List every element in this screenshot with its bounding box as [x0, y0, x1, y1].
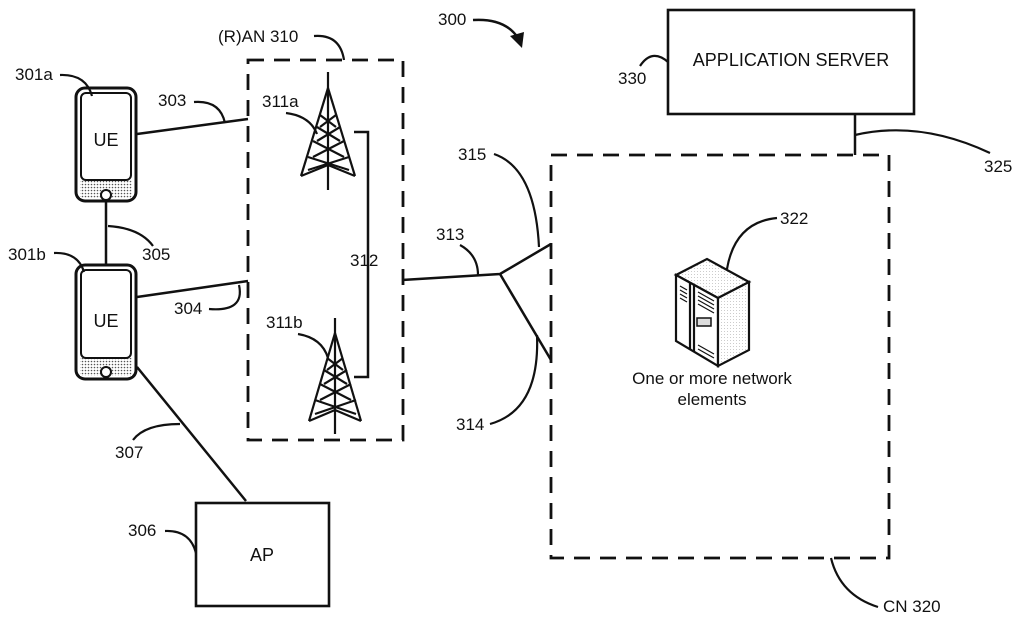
- link-314: [498, 273, 553, 361]
- rack-vents: [679, 285, 715, 359]
- network-elements-line1: One or more network: [632, 369, 792, 388]
- link-307: [136, 366, 247, 502]
- app-server-box: [666, 8, 916, 116]
- link-305-leader: [107, 224, 154, 247]
- cn-label: CN 320: [883, 597, 941, 616]
- tower-311b[interactable]: [307, 318, 363, 434]
- network-elements-leader: [725, 216, 778, 270]
- link-303: [136, 117, 249, 136]
- tower-b-ref: 311b: [266, 313, 303, 332]
- link-313-label: 313: [436, 225, 464, 244]
- cn-boundary: [549, 153, 891, 560]
- ue-b-ref: 301b: [8, 245, 46, 264]
- network-elements-line2: elements: [678, 390, 747, 409]
- cell-tower-icon: [299, 72, 357, 190]
- tower-a-leader: [285, 111, 319, 135]
- link-303-label: 303: [158, 91, 186, 110]
- application-server-330[interactable]: APPLICATION SERVER: [666, 8, 916, 116]
- phone-screen: [80, 269, 132, 359]
- link-325-label: 325: [984, 157, 1012, 176]
- link-304-label: 304: [174, 299, 202, 318]
- tower-a-ref: 311a: [262, 92, 299, 111]
- cn-leader: [829, 557, 879, 609]
- link-305-label: 305: [142, 245, 170, 264]
- home-button-icon: [100, 189, 112, 201]
- ran-label: (R)AN 310: [218, 27, 298, 46]
- ap-leader: [164, 529, 198, 554]
- link-307-label: 307: [115, 443, 143, 462]
- link-314-leader: [489, 334, 539, 426]
- link-312-label: 312: [350, 251, 378, 270]
- ue-b-label: UE: [93, 311, 118, 331]
- app-server-leader: [639, 54, 669, 67]
- cell-tower-icon: [307, 318, 363, 434]
- ue-a-leader: [59, 73, 94, 97]
- ap-label: AP: [250, 545, 274, 565]
- ap-ref: 306: [128, 521, 156, 540]
- ran-leader: [313, 34, 346, 61]
- home-button-icon: [100, 366, 112, 378]
- tower-311a[interactable]: [299, 72, 357, 190]
- link-303-leader: [193, 100, 227, 124]
- access-point-306[interactable]: AP: [194, 501, 331, 608]
- link-307-leader: [132, 422, 181, 441]
- link-314-label: 314: [456, 415, 484, 434]
- app-server-ref: 330: [618, 69, 646, 88]
- link-313-leader: [459, 244, 480, 276]
- network-elements-322[interactable]: One or more network elements: [632, 257, 792, 409]
- link-315-label: 315: [458, 145, 486, 164]
- link-315-leader: [493, 152, 541, 248]
- ue-b-leader: [53, 251, 86, 273]
- ran-boundary: [246, 58, 405, 442]
- figure-ref-label: 300: [438, 10, 466, 29]
- arrow-head-icon: [510, 32, 524, 48]
- link-312: [354, 130, 370, 379]
- ue-a-ref: 301a: [15, 65, 53, 84]
- app-server-label: APPLICATION SERVER: [693, 50, 889, 70]
- link-325-leader: [854, 129, 991, 154]
- network-elements-ref: 322: [780, 209, 808, 228]
- link-304-leader: [208, 284, 241, 311]
- ue-a-label: UE: [93, 130, 118, 150]
- tower-b-leader: [297, 332, 330, 359]
- ue-301a[interactable]: UE: [74, 86, 138, 203]
- figure-ref-300: 300: [438, 10, 524, 48]
- link-304: [136, 279, 249, 299]
- figure-ref-arrow: [472, 18, 520, 39]
- phone-screen: [80, 92, 132, 181]
- ue-301b[interactable]: UE: [74, 263, 138, 381]
- ap-box: [194, 501, 331, 608]
